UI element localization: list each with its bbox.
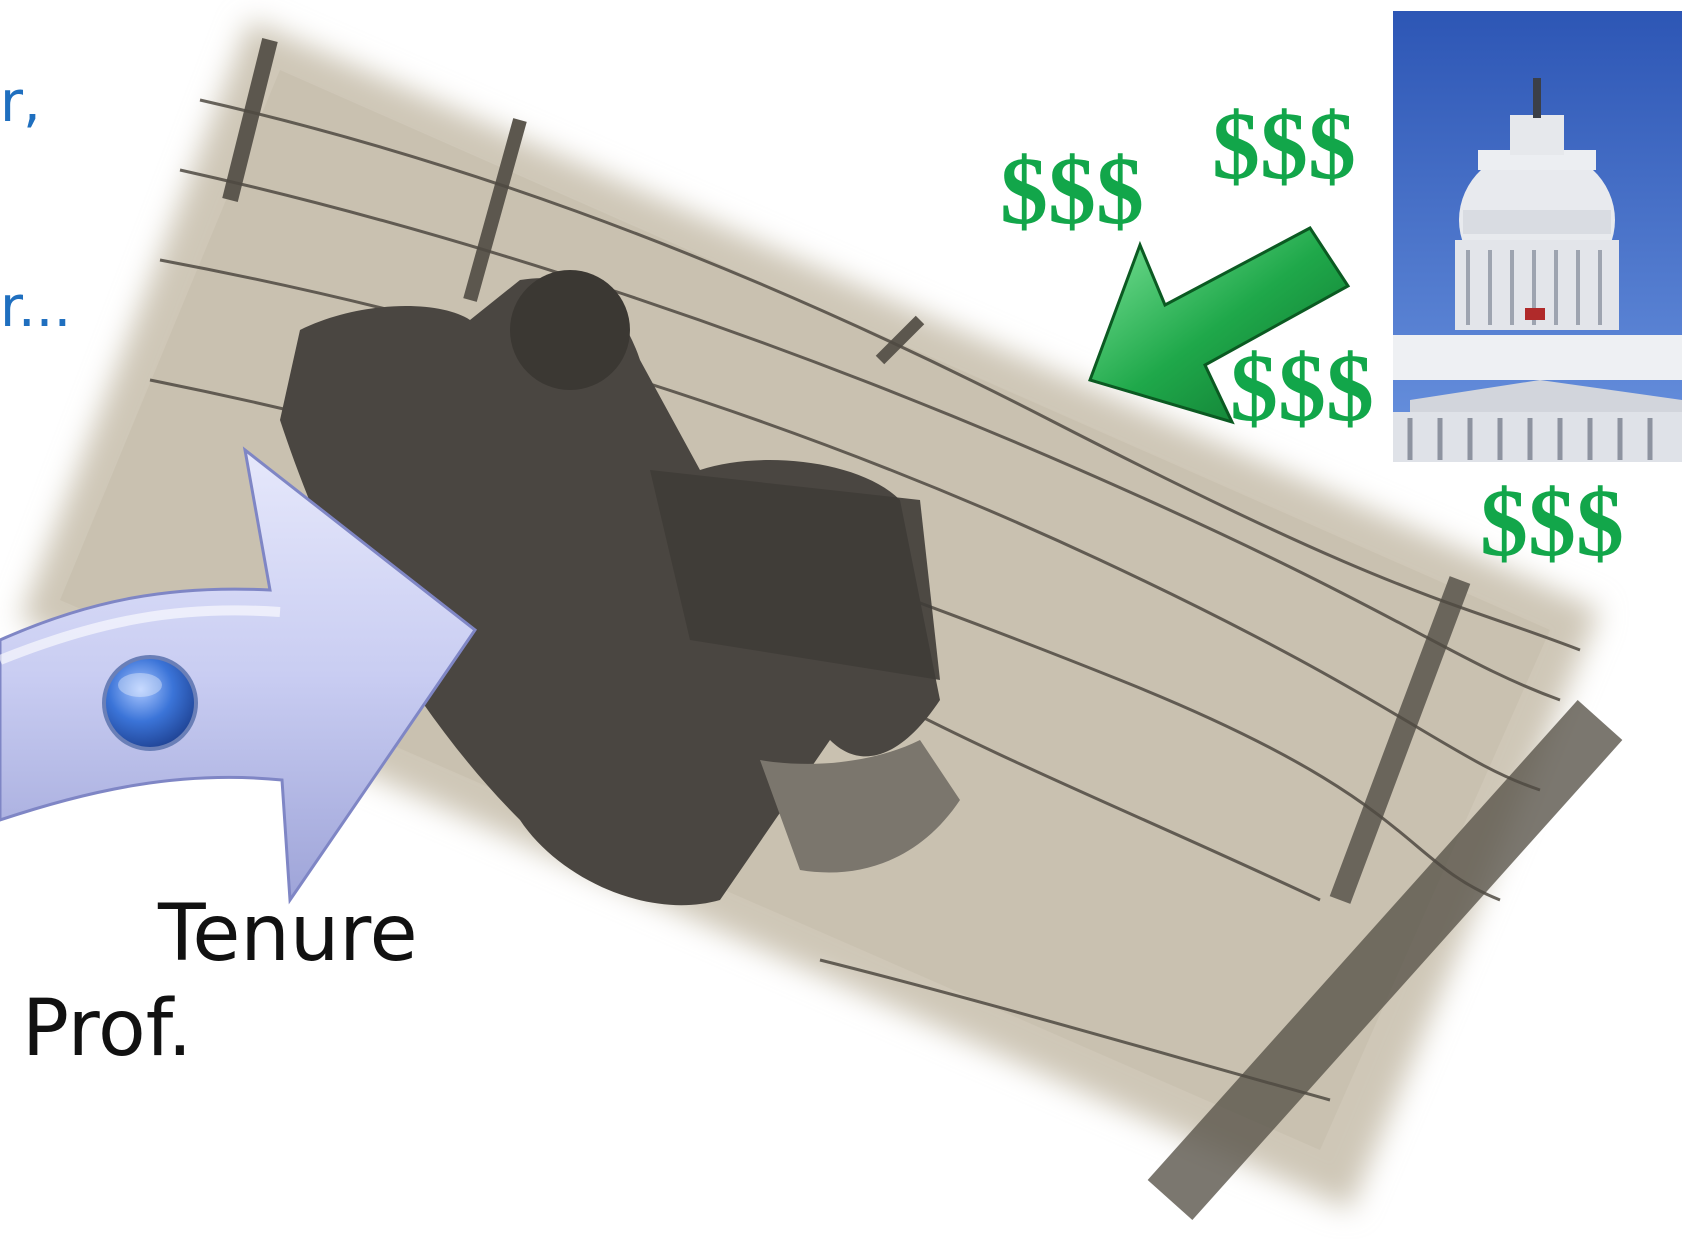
money-label-2: $$$ [1212, 92, 1356, 199]
lavender-arrow-icon [0, 446, 478, 905]
tenure-label: Tenure [158, 889, 418, 979]
money-label-3: $$$ [1230, 334, 1374, 441]
capitol-dome-photo [1393, 11, 1682, 462]
prof-label: Prof. [22, 984, 193, 1074]
left-edge-text-2: r... [0, 275, 72, 340]
soldier-at-barbed-wire-photo [20, 20, 1623, 1221]
left-edge-text-1: r, [0, 70, 41, 135]
money-label-4: $$$ [1480, 469, 1624, 576]
blue-dot-icon [102, 655, 198, 751]
money-label-1: $$$ [1000, 137, 1144, 244]
green-arrow-icon [1088, 226, 1351, 425]
